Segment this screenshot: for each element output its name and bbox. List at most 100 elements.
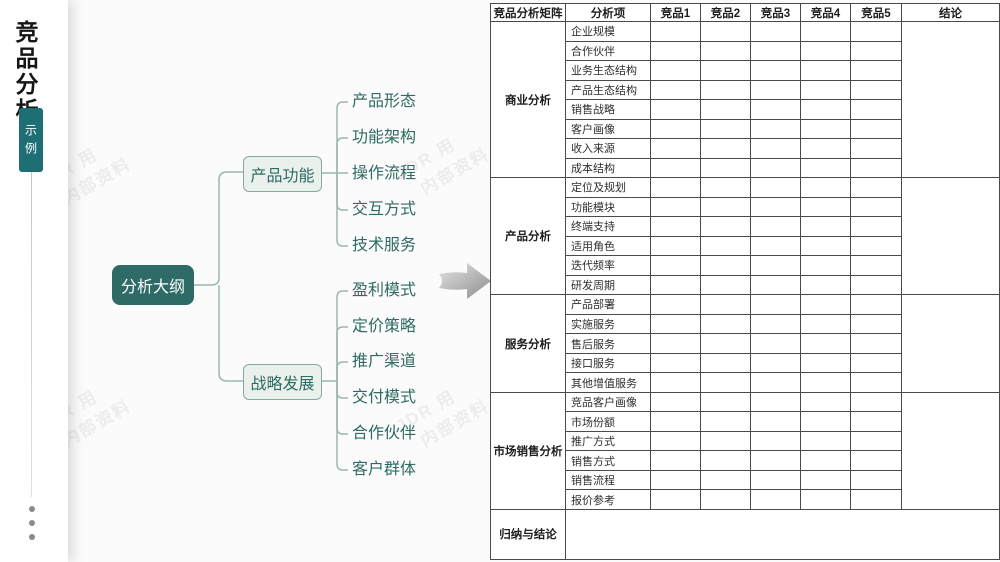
competitor-value-cell[interactable] (800, 216, 851, 237)
competitor-value-cell[interactable] (700, 157, 751, 179)
competitor-value-cell[interactable] (650, 177, 701, 198)
competitor-value-cell[interactable] (750, 274, 801, 296)
competitor-value-cell[interactable] (650, 469, 701, 491)
competitor-value-cell[interactable] (750, 196, 801, 218)
competitor-value-cell[interactable] (800, 391, 851, 413)
competitor-value-cell[interactable] (800, 21, 851, 42)
competitor-value-cell[interactable] (800, 60, 851, 81)
competitor-value-cell[interactable] (850, 430, 902, 452)
competitor-value-cell[interactable] (700, 99, 751, 120)
competitor-value-cell[interactable] (850, 40, 902, 62)
competitor-value-cell[interactable] (700, 255, 751, 276)
competitor-value-cell[interactable] (800, 430, 851, 452)
competitor-value-cell[interactable] (750, 157, 801, 179)
competitor-value-cell[interactable] (650, 411, 701, 432)
competitor-value-cell[interactable] (650, 450, 701, 471)
competitor-value-cell[interactable] (750, 450, 801, 471)
competitor-value-cell[interactable] (750, 372, 801, 393)
competitor-value-cell[interactable] (650, 313, 701, 335)
competitor-value-cell[interactable] (800, 333, 851, 354)
competitor-value-cell[interactable] (750, 40, 801, 62)
competitor-value-cell[interactable] (800, 294, 851, 315)
competitor-value-cell[interactable] (800, 79, 851, 101)
competitor-value-cell[interactable] (800, 411, 851, 432)
competitor-value-cell[interactable] (850, 391, 902, 413)
competitor-value-cell[interactable] (700, 294, 751, 315)
competitor-value-cell[interactable] (650, 489, 701, 510)
competitor-value-cell[interactable] (650, 372, 701, 393)
competitor-value-cell[interactable] (750, 391, 801, 413)
competitor-value-cell[interactable] (850, 177, 902, 198)
competitor-value-cell[interactable] (700, 313, 751, 335)
competitor-value-cell[interactable] (700, 372, 751, 393)
competitor-value-cell[interactable] (850, 99, 902, 120)
competitor-value-cell[interactable] (750, 177, 801, 198)
competitor-value-cell[interactable] (850, 118, 902, 140)
competitor-value-cell[interactable] (700, 235, 751, 257)
competitor-value-cell[interactable] (800, 177, 851, 198)
competitor-value-cell[interactable] (750, 352, 801, 374)
competitor-value-cell[interactable] (850, 235, 902, 257)
competitor-value-cell[interactable] (700, 21, 751, 42)
competitor-value-cell[interactable] (850, 196, 902, 218)
competitor-value-cell[interactable] (750, 313, 801, 335)
competitor-value-cell[interactable] (650, 99, 701, 120)
competitor-value-cell[interactable] (850, 274, 902, 296)
competitor-value-cell[interactable] (750, 216, 801, 237)
competitor-value-cell[interactable] (800, 255, 851, 276)
competitor-value-cell[interactable] (800, 313, 851, 335)
competitor-value-cell[interactable] (650, 294, 701, 315)
competitor-value-cell[interactable] (800, 196, 851, 218)
competitor-value-cell[interactable] (700, 430, 751, 452)
competitor-value-cell[interactable] (700, 352, 751, 374)
conclusion-cell[interactable] (901, 391, 1000, 510)
competitor-value-cell[interactable] (800, 99, 851, 120)
competitor-value-cell[interactable] (650, 196, 701, 218)
summary-content-cell[interactable] (565, 508, 1000, 561)
competitor-value-cell[interactable] (700, 391, 751, 413)
conclusion-cell[interactable] (901, 177, 1000, 296)
competitor-value-cell[interactable] (850, 411, 902, 432)
competitor-value-cell[interactable] (800, 274, 851, 296)
competitor-value-cell[interactable] (850, 79, 902, 101)
competitor-value-cell[interactable] (800, 352, 851, 374)
competitor-value-cell[interactable] (700, 40, 751, 62)
competitor-value-cell[interactable] (800, 157, 851, 179)
competitor-value-cell[interactable] (850, 255, 902, 276)
competitor-value-cell[interactable] (700, 196, 751, 218)
competitor-value-cell[interactable] (700, 60, 751, 81)
competitor-value-cell[interactable] (650, 79, 701, 101)
competitor-value-cell[interactable] (700, 333, 751, 354)
competitor-value-cell[interactable] (750, 21, 801, 42)
competitor-value-cell[interactable] (650, 21, 701, 42)
competitor-value-cell[interactable] (650, 235, 701, 257)
competitor-value-cell[interactable] (650, 138, 701, 159)
competitor-value-cell[interactable] (800, 40, 851, 62)
competitor-value-cell[interactable] (850, 216, 902, 237)
competitor-value-cell[interactable] (800, 235, 851, 257)
competitor-value-cell[interactable] (750, 138, 801, 159)
competitor-value-cell[interactable] (800, 118, 851, 140)
competitor-value-cell[interactable] (850, 138, 902, 159)
competitor-value-cell[interactable] (650, 216, 701, 237)
competitor-value-cell[interactable] (850, 450, 902, 471)
competitor-value-cell[interactable] (850, 372, 902, 393)
competitor-value-cell[interactable] (750, 235, 801, 257)
competitor-value-cell[interactable] (850, 294, 902, 315)
competitor-value-cell[interactable] (800, 138, 851, 159)
competitor-value-cell[interactable] (750, 294, 801, 315)
competitor-value-cell[interactable] (750, 118, 801, 140)
competitor-value-cell[interactable] (750, 99, 801, 120)
competitor-value-cell[interactable] (700, 489, 751, 510)
competitor-value-cell[interactable] (850, 157, 902, 179)
competitor-value-cell[interactable] (850, 333, 902, 354)
competitor-value-cell[interactable] (800, 489, 851, 510)
competitor-value-cell[interactable] (750, 411, 801, 432)
competitor-value-cell[interactable] (700, 411, 751, 432)
competitor-value-cell[interactable] (700, 138, 751, 159)
competitor-value-cell[interactable] (800, 469, 851, 491)
competitor-value-cell[interactable] (650, 157, 701, 179)
competitor-value-cell[interactable] (650, 274, 701, 296)
competitor-value-cell[interactable] (700, 118, 751, 140)
competitor-value-cell[interactable] (650, 352, 701, 374)
